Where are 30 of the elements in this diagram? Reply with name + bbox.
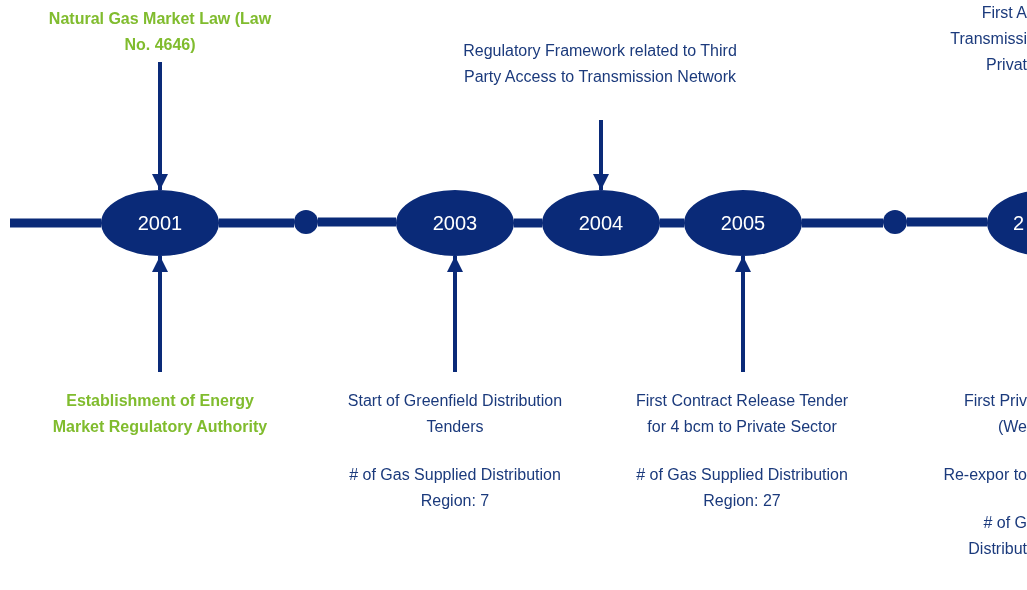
milestone-text: First A Transmissi Privat bbox=[949, 3, 1027, 75]
milestone-text: Regulatory Framework related to Third Party Access to Transmission Network bbox=[462, 41, 738, 87]
statistic-text: # of Gas Supplied Distribution Region: 27 bbox=[635, 465, 849, 511]
timeline-line bbox=[907, 217, 987, 227]
timeline-line bbox=[514, 218, 542, 228]
arrow bbox=[152, 62, 168, 190]
arrow bbox=[593, 120, 609, 190]
timeline-dot bbox=[294, 210, 318, 234]
statistic-text: Re-expor to bbox=[942, 465, 1027, 485]
milestone-text: First Contract Release Tender for 4 bcm to Private Sector bbox=[634, 391, 850, 437]
timeline-line bbox=[219, 218, 294, 228]
milestone-text: Establishment of Energy Market Regulatory Authority bbox=[51, 391, 269, 437]
year-ellipse: 2003 bbox=[396, 190, 514, 256]
statistic-text: # of Gas Supplied Distribution Region: 7 bbox=[348, 465, 562, 511]
timeline-line bbox=[10, 218, 101, 228]
year-ellipse: 2 bbox=[987, 190, 1027, 256]
milestone-text: Natural Gas Market Law (Law No. 4646) bbox=[47, 9, 273, 55]
arrow bbox=[447, 256, 463, 372]
arrow bbox=[152, 256, 168, 372]
year-ellipse: 2001 bbox=[101, 190, 219, 256]
year-ellipse: 2005 bbox=[684, 190, 802, 256]
timeline-line bbox=[802, 218, 883, 228]
milestone-text: First Priv (We bbox=[962, 391, 1027, 437]
timeline-dot bbox=[883, 210, 907, 234]
arrow bbox=[735, 256, 751, 372]
year-ellipse: 2004 bbox=[542, 190, 660, 256]
timeline-line bbox=[660, 218, 684, 228]
timeline-line bbox=[318, 217, 396, 227]
statistic-text: # of G Distribut bbox=[967, 513, 1027, 559]
milestone-text: Start of Greenfield Distribution Tenders bbox=[346, 391, 564, 437]
